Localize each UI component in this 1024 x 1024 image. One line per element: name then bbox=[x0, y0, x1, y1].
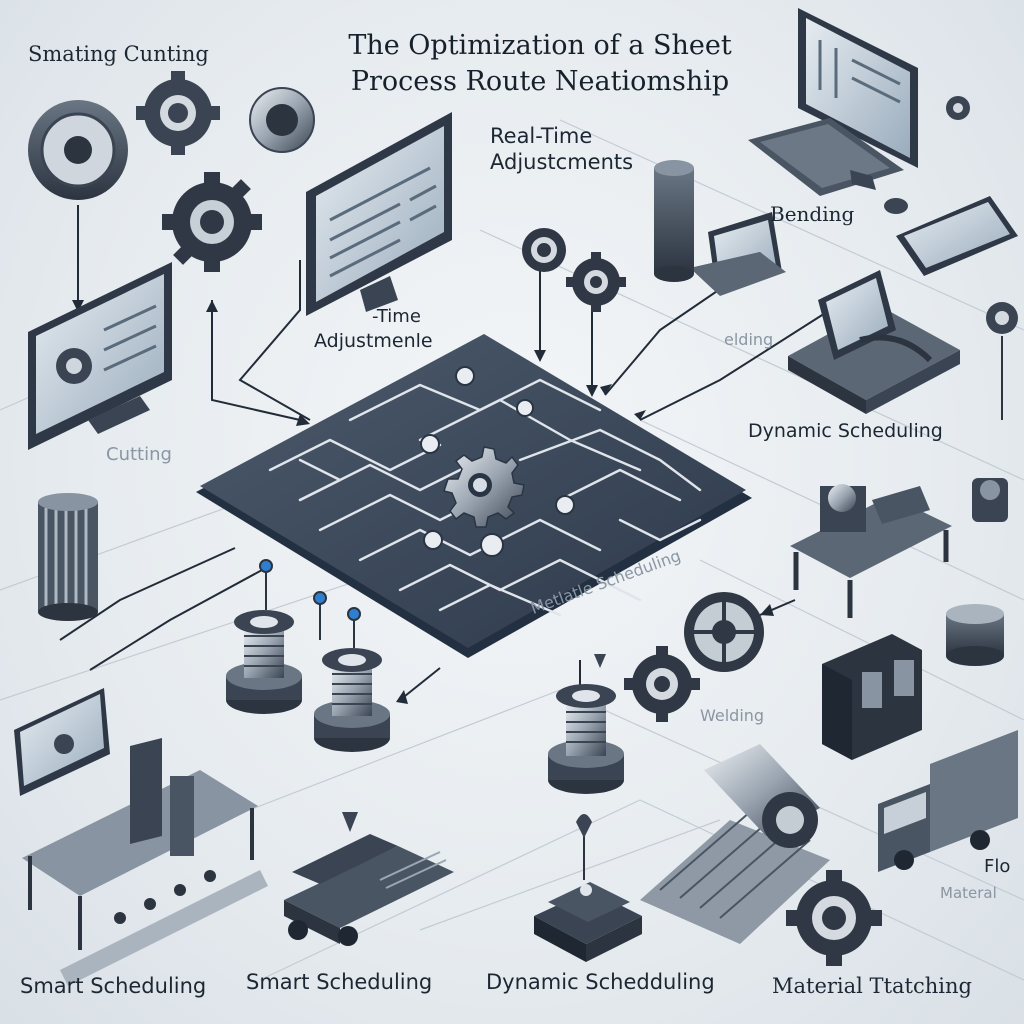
page-title: The Optimization of a Sheet Process Rout… bbox=[300, 28, 780, 100]
spring-icon bbox=[314, 648, 390, 752]
disc-icon bbox=[28, 100, 128, 200]
board-traces bbox=[268, 378, 702, 617]
bottom-label-material-tracking: Material Ttatching bbox=[772, 974, 972, 998]
circuit-board bbox=[196, 334, 752, 658]
monitor-icon bbox=[306, 112, 452, 316]
monitor-icon bbox=[748, 8, 918, 196]
roller-icon bbox=[640, 744, 830, 944]
pin-icon bbox=[259, 559, 361, 648]
label-bending: Bending bbox=[770, 202, 855, 226]
pin-icon bbox=[342, 654, 606, 880]
disc-icon bbox=[249, 87, 315, 153]
bottom-label-dynamic-scheduling: Dynamic Schedduling bbox=[486, 970, 715, 994]
label-welding-faint: Welding bbox=[700, 706, 765, 725]
arrow-heads bbox=[72, 300, 774, 704]
gear-icon bbox=[443, 446, 525, 528]
mouse-icon bbox=[884, 198, 908, 214]
nozzle-icon bbox=[972, 478, 1008, 522]
tablet-icon bbox=[14, 688, 110, 796]
monitor-icon bbox=[28, 262, 172, 450]
label-material-faint: Materal bbox=[940, 884, 997, 902]
tablet-icon bbox=[896, 196, 1018, 276]
label-elding-faint: elding bbox=[724, 330, 774, 349]
bottom-label-smart-scheduling-2: Smart Scheduling bbox=[246, 970, 433, 994]
filter-cylinder-icon bbox=[38, 493, 98, 621]
pulley-icon bbox=[684, 592, 764, 672]
spring-icon bbox=[548, 684, 624, 794]
label-time-mid: -Time bbox=[372, 306, 421, 327]
title-line-1: The Optimization of a Sheet bbox=[348, 30, 732, 61]
gear-icon bbox=[522, 228, 566, 272]
gear-icon bbox=[986, 302, 1018, 420]
gear-icon bbox=[136, 71, 220, 155]
connector-arrows bbox=[59, 205, 831, 701]
cart-icon bbox=[284, 834, 454, 946]
block-icon bbox=[534, 882, 642, 962]
gear-icon bbox=[786, 870, 882, 966]
gear-icon bbox=[946, 96, 970, 120]
label-real-time-top: Real-Time bbox=[490, 124, 593, 148]
cabinet-icon bbox=[822, 634, 922, 760]
label-adjustments-top: Adjustcments bbox=[490, 150, 634, 174]
spring-icon bbox=[226, 610, 302, 714]
gear-icon bbox=[566, 252, 626, 312]
machine-table-icon bbox=[790, 484, 952, 618]
label-smating-cutting: Smating Cunting bbox=[28, 42, 209, 66]
truck-icon bbox=[878, 730, 1018, 872]
gear-icon bbox=[162, 172, 262, 272]
cylinder-icon bbox=[654, 160, 694, 282]
conveyor-icon bbox=[22, 738, 268, 986]
title-line-2: Process Route Neatiomship bbox=[350, 66, 730, 97]
label-dynamic-scheduling-right: Dynamic Scheduling bbox=[748, 420, 943, 442]
bottom-label-smart-scheduling-1: Smart Scheduling bbox=[20, 974, 207, 998]
laptop-icon bbox=[690, 212, 786, 296]
label-adjustments-mid: Adjustmenle bbox=[314, 330, 433, 352]
gear-icon bbox=[624, 646, 700, 722]
cylinder-icon bbox=[946, 604, 1004, 666]
label-flo: Flo bbox=[984, 856, 1011, 877]
press-icon bbox=[788, 270, 960, 414]
floor-lines bbox=[0, 119, 1024, 981]
label-cutting-faint: Cutting bbox=[106, 444, 172, 465]
